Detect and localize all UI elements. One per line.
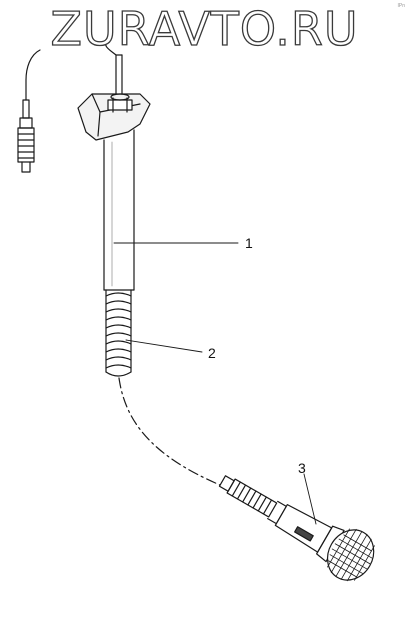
leader-lines xyxy=(113,242,317,525)
mount-bracket xyxy=(77,93,151,141)
antenna-element xyxy=(218,475,375,582)
callout-2: 2 xyxy=(208,345,216,361)
leader-line-2 xyxy=(125,339,203,353)
leader-line-3 xyxy=(303,473,317,525)
callout-1: 1 xyxy=(245,235,253,251)
threaded-section xyxy=(105,289,132,377)
callout-3: 3 xyxy=(298,460,306,476)
watermark-text: ZURAVTO.RU xyxy=(50,2,359,56)
upper-wire xyxy=(105,39,123,96)
assembly-path xyxy=(118,377,221,486)
mast-shaft xyxy=(103,129,135,291)
left-cable-connector xyxy=(17,49,41,173)
corner-mark: IPn xyxy=(397,3,405,9)
